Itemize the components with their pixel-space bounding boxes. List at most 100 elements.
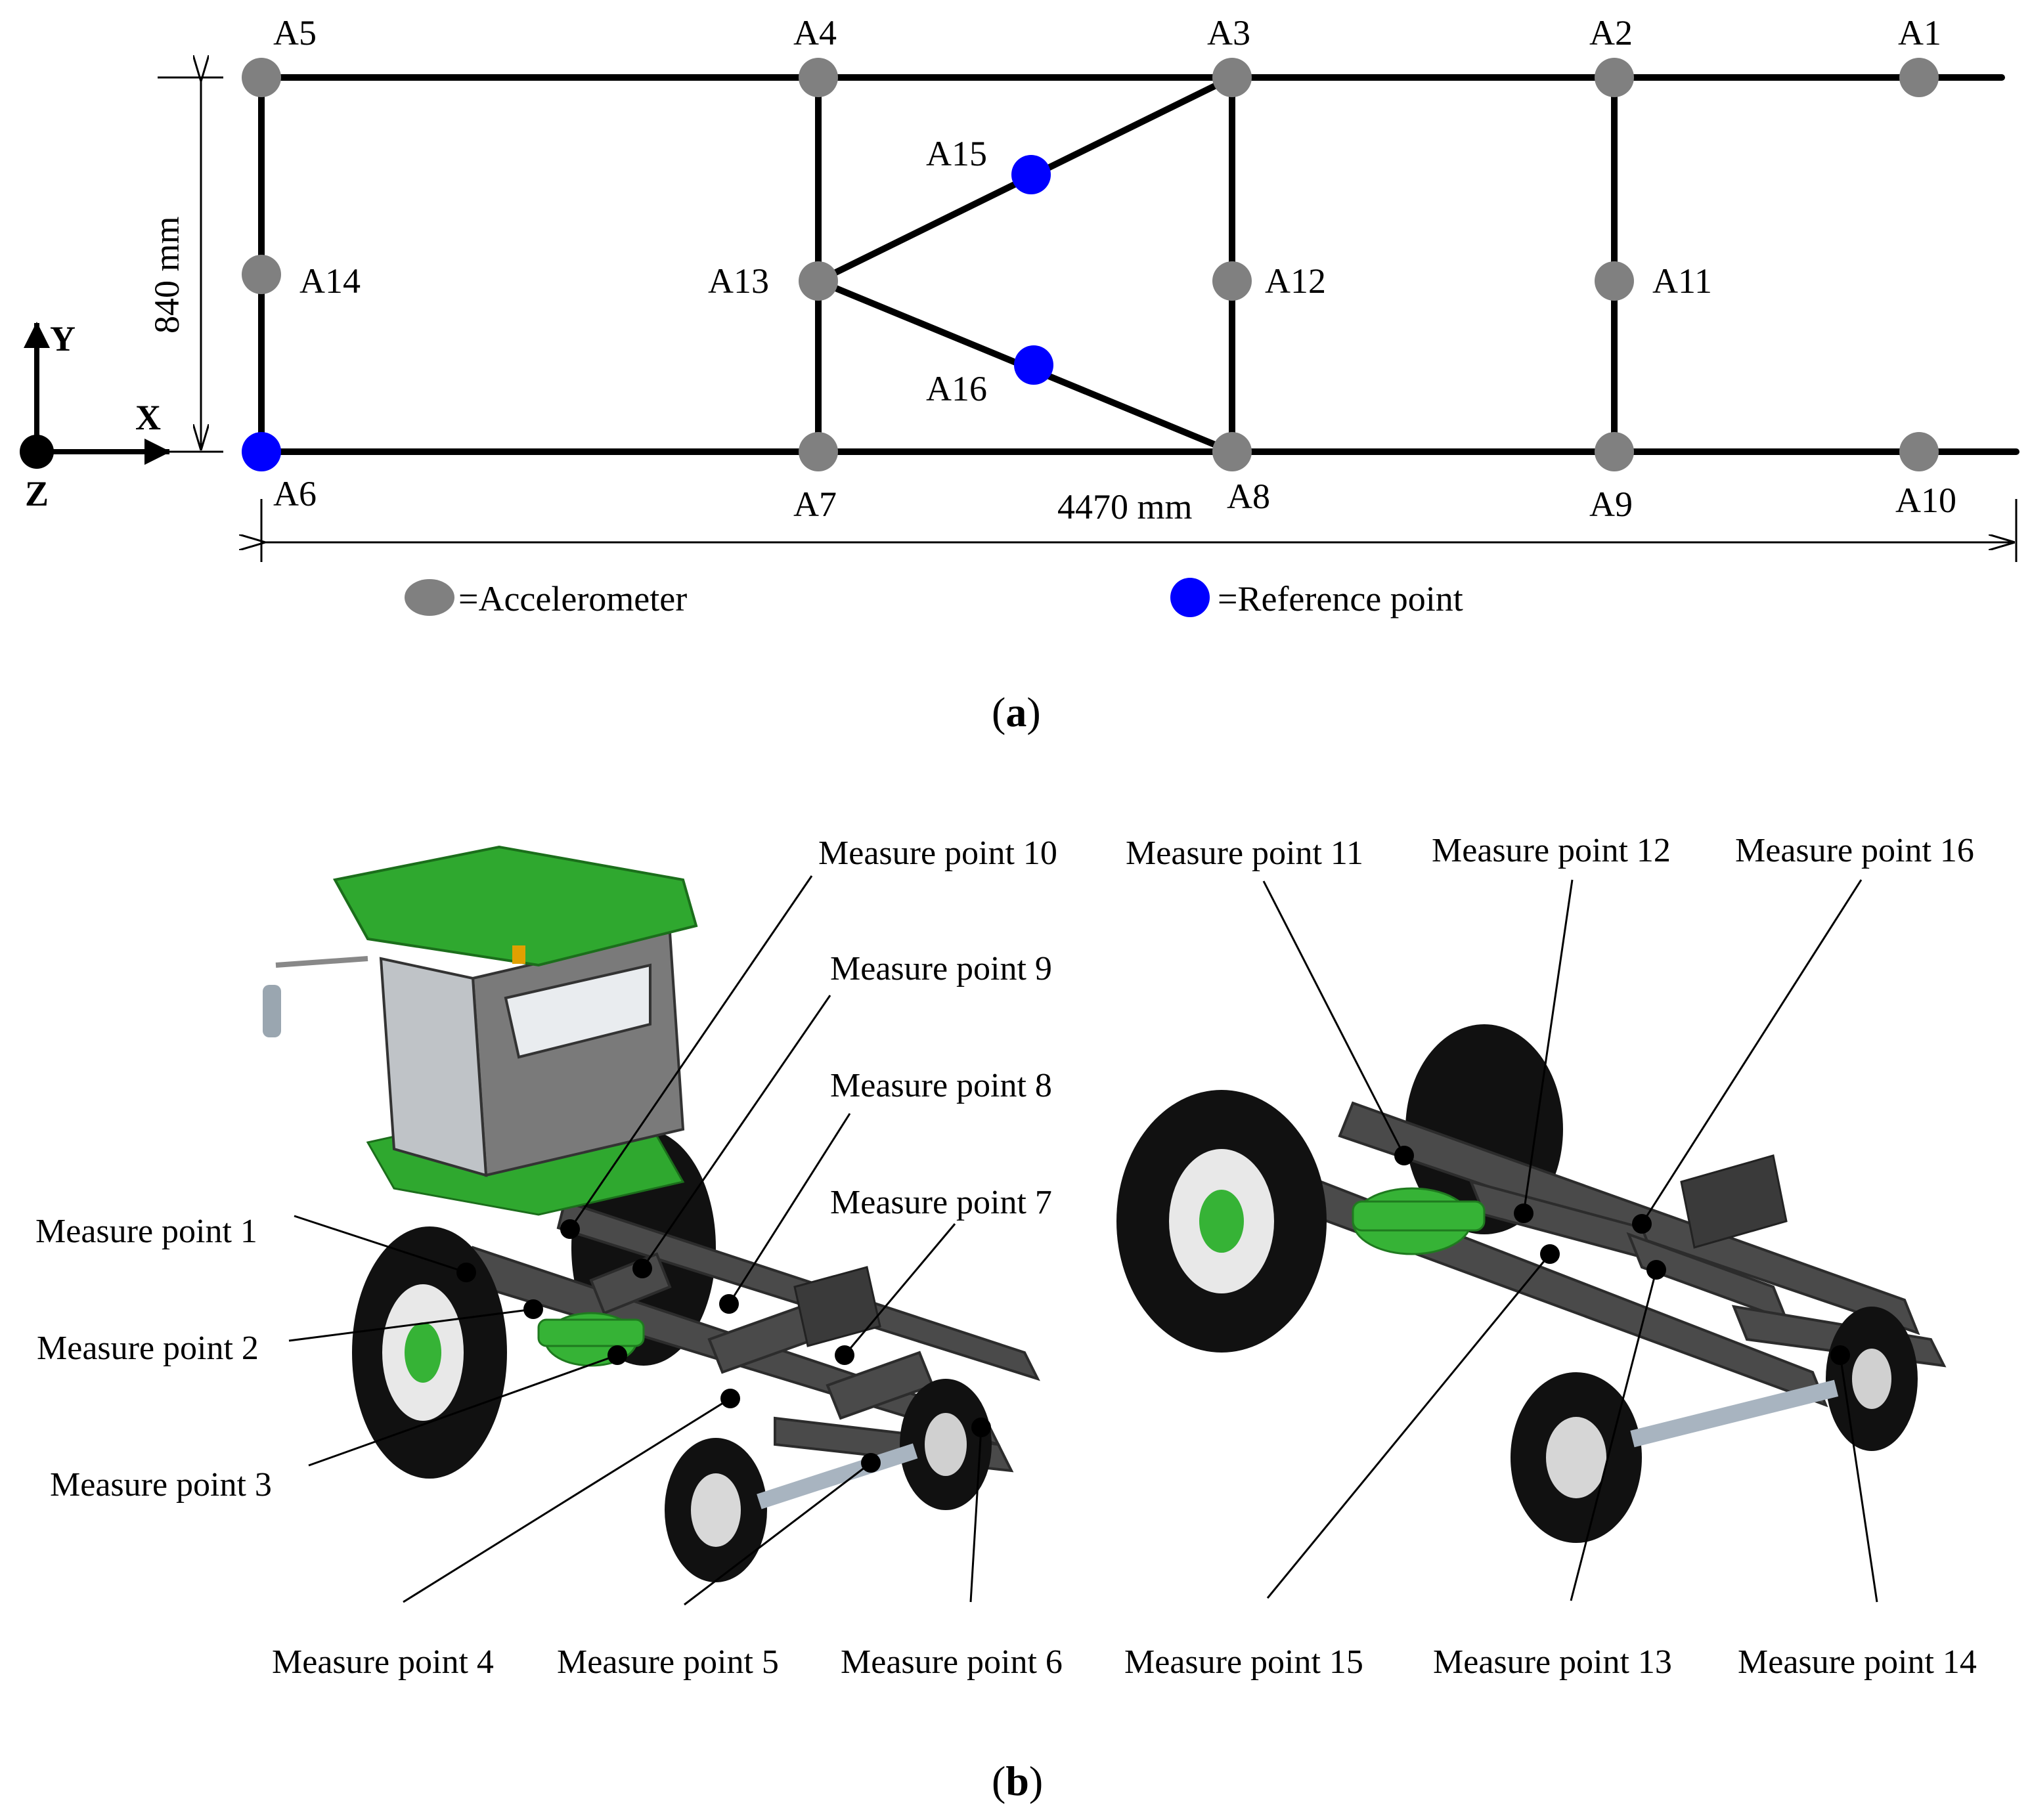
z-axis-dot: [20, 435, 54, 469]
label-a6: A6: [273, 474, 317, 513]
right-battery-box: [1680, 1154, 1788, 1249]
label-measure-point-13: Measure point 13: [1433, 1643, 1672, 1681]
point-a7: [799, 432, 838, 471]
legend-reference-marker: [1170, 578, 1210, 617]
width-dimension-label: 4470 mm: [1057, 487, 1193, 527]
left-vehicle-render: [263, 845, 1040, 1582]
label-a3: A3: [1207, 13, 1250, 53]
measure-point-labels: Measure point 1 Measure point 2 Measure …: [35, 832, 1977, 1681]
label-a4: A4: [793, 13, 837, 53]
axis-label-x: X: [135, 398, 161, 437]
label-a7: A7: [793, 485, 837, 524]
height-dimension-label: 840 mm: [147, 216, 187, 334]
legend: =Accelerometer =Reference point: [405, 578, 1463, 618]
measure-dot-14: [1830, 1345, 1850, 1365]
coordinate-axes: [24, 322, 171, 465]
right-chassis: [1272, 1101, 1947, 1408]
label-measure-point-10: Measure point 10: [818, 834, 1057, 872]
part-a-diagram: A1 A2 A3 A4 A5 A6 A7 A8 A9 A10 A11 A12 A…: [20, 13, 2019, 735]
measure-dot-16: [1632, 1214, 1652, 1234]
point-a9: [1595, 432, 1634, 471]
measure-dot-6: [971, 1418, 991, 1437]
label-a15: A15: [926, 134, 987, 173]
axis-label-z: Z: [25, 474, 49, 513]
point-a3: [1212, 58, 1252, 97]
left-battery-box: [793, 1266, 881, 1347]
point-a14: [242, 255, 281, 294]
label-measure-point-12: Measure point 12: [1432, 832, 1671, 869]
left-mirror: [263, 956, 368, 1037]
measure-dot-13: [1646, 1260, 1666, 1280]
label-a11: A11: [1652, 261, 1712, 301]
measure-dot-1: [456, 1263, 476, 1282]
right-vehicle-render: [1116, 1024, 1947, 1543]
measure-dot-7: [835, 1345, 854, 1365]
label-a5: A5: [273, 13, 317, 53]
left-cab-side: [379, 957, 488, 1177]
left-cab-roof: [332, 845, 698, 967]
point-a8: [1212, 432, 1252, 471]
label-measure-point-4: Measure point 4: [272, 1643, 494, 1681]
measure-dot-15: [1540, 1244, 1560, 1264]
point-a13: [799, 261, 838, 301]
caption-a: (a): [992, 689, 1041, 735]
measure-dot-4: [720, 1389, 740, 1408]
label-measure-point-9: Measure point 9: [830, 950, 1052, 987]
label-measure-point-7: Measure point 7: [830, 1184, 1052, 1221]
part-b-illustration: Measure point 1 Measure point 2 Measure …: [35, 832, 1977, 1804]
label-a12: A12: [1265, 261, 1326, 301]
label-a8: A8: [1227, 477, 1270, 516]
label-measure-point-1: Measure point 1: [35, 1213, 257, 1250]
label-measure-point-8: Measure point 8: [830, 1067, 1052, 1104]
left-cab-window: [504, 963, 651, 1059]
label-a10: A10: [1895, 481, 1956, 520]
axis-label-y: Y: [50, 319, 76, 358]
measure-dot-2: [523, 1299, 543, 1319]
left-front-axle: [757, 1443, 918, 1509]
label-measure-point-16: Measure point 16: [1735, 832, 1974, 869]
legend-accelerometer-label: =Accelerometer: [458, 579, 687, 618]
label-measure-point-5: Measure point 5: [557, 1643, 779, 1681]
label-measure-point-6: Measure point 6: [841, 1643, 1063, 1681]
legend-accelerometer-marker: [405, 579, 454, 616]
reference-points: [242, 155, 1053, 471]
label-a16: A16: [926, 369, 987, 408]
accelerometer-points: [242, 58, 1939, 471]
label-measure-point-3: Measure point 3: [50, 1466, 272, 1504]
point-a1: [1899, 58, 1939, 97]
point-a6: [242, 432, 281, 471]
caption-b: (b): [992, 1758, 1043, 1804]
measure-point-dots: [456, 1146, 1850, 1473]
label-a1: A1: [1898, 13, 1941, 53]
point-a2: [1595, 58, 1634, 97]
label-measure-point-14: Measure point 14: [1738, 1643, 1977, 1681]
point-a5: [242, 58, 281, 97]
right-green-axle: [1352, 1187, 1486, 1255]
label-measure-point-2: Measure point 2: [37, 1330, 259, 1367]
point-a4: [799, 58, 838, 97]
point-a15: [1011, 155, 1051, 194]
measure-dot-5: [861, 1453, 881, 1473]
point-a10: [1899, 432, 1939, 471]
leader-lines: [288, 875, 1878, 1606]
measure-dot-12: [1514, 1203, 1534, 1223]
point-labels: A1 A2 A3 A4 A5 A6 A7 A8 A9 A10 A11 A12 A…: [273, 13, 1956, 524]
measure-dot-3: [607, 1345, 627, 1365]
point-a16: [1014, 345, 1053, 385]
label-a14: A14: [299, 261, 361, 301]
label-measure-point-15: Measure point 15: [1124, 1643, 1363, 1681]
measure-dot-8: [719, 1294, 739, 1314]
legend-reference-label: =Reference point: [1218, 579, 1463, 618]
label-a2: A2: [1589, 13, 1633, 53]
right-front-axle: [1630, 1379, 1839, 1448]
measure-dot-11: [1394, 1146, 1414, 1165]
label-a9: A9: [1589, 485, 1633, 524]
left-beacon: [512, 945, 525, 964]
measure-dot-9: [632, 1259, 652, 1278]
width-dimension: [261, 499, 2018, 562]
frame-lines: [258, 74, 2019, 455]
point-a11: [1595, 261, 1634, 301]
measure-dot-10: [560, 1219, 580, 1239]
label-measure-point-11: Measure point 11: [1126, 834, 1363, 872]
